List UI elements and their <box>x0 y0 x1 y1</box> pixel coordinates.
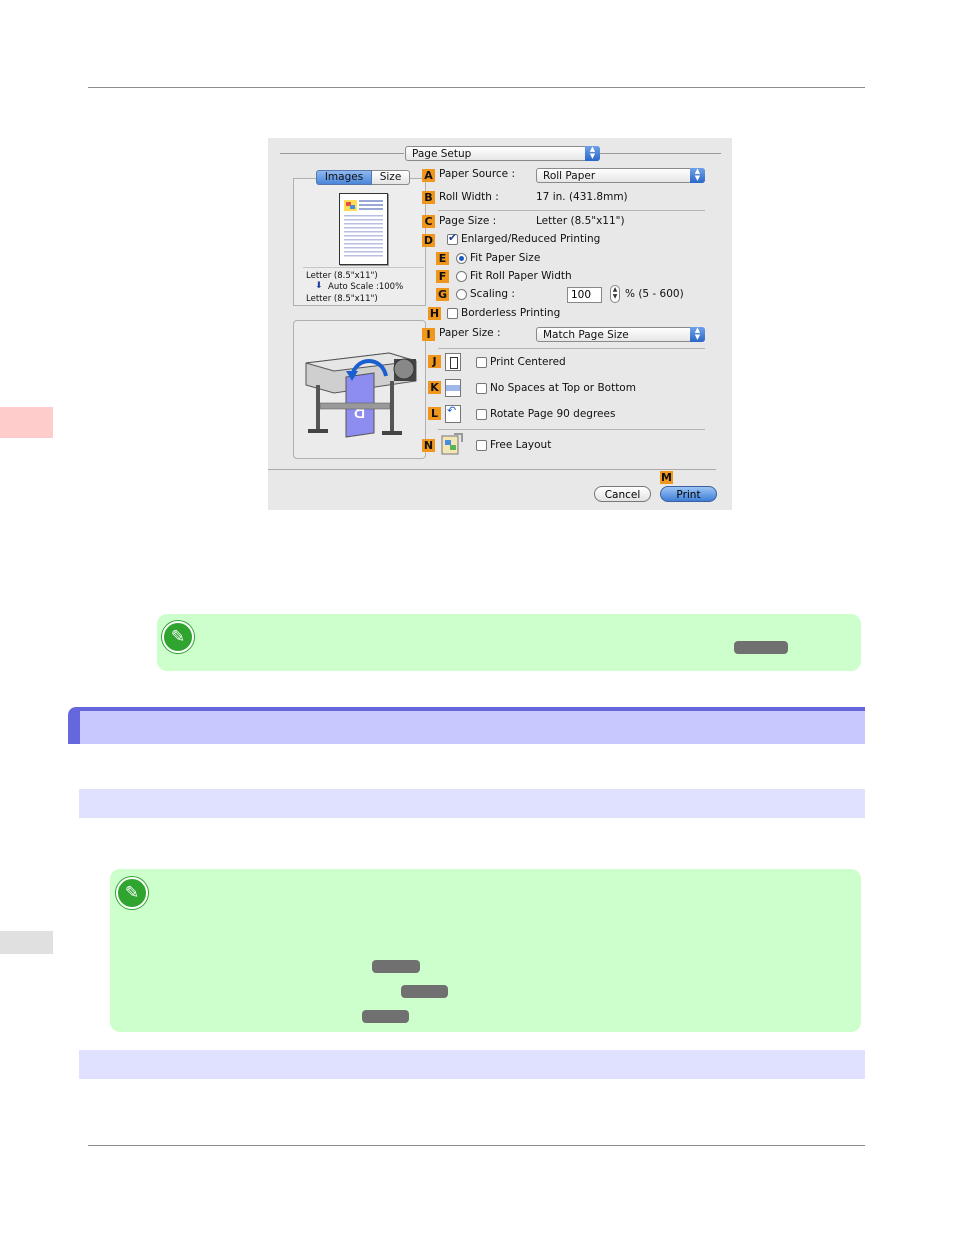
page-size-label: Page Size : <box>439 215 497 227</box>
enlarged-reduced-checkbox[interactable]: ✔ <box>447 231 458 245</box>
tab-size-label: Size <box>379 171 402 183</box>
preview-source-size: Letter (8.5"x11") <box>306 271 378 281</box>
paper-source-popup[interactable]: Roll Paper ▲▼ <box>536 168 705 183</box>
free-layout-icon <box>440 432 464 456</box>
badge-c: C <box>422 215 435 228</box>
page-setup-popup[interactable]: Page Setup ▲▼ <box>405 146 600 161</box>
paper-size-popup[interactable]: Match Page Size ▲▼ <box>536 327 705 342</box>
badge-k: K <box>428 381 441 394</box>
enlarged-reduced-label: Enlarged/Reduced Printing <box>461 233 601 245</box>
reference-link-marker[interactable] <box>362 1010 409 1023</box>
fit-roll-width-radio[interactable] <box>456 271 467 282</box>
chapter-side-tab <box>0 407 53 438</box>
printer-illustration-icon: R <box>305 352 417 438</box>
badge-i: I <box>422 328 435 341</box>
no-spaces-icon <box>445 379 461 397</box>
section-heading-bar <box>68 707 865 744</box>
page-preview-lines-icon <box>344 200 383 257</box>
preview-scale: Auto Scale :100% <box>328 282 404 292</box>
badge-j: J <box>428 355 441 368</box>
roll-width-value: 17 in. (431.8mm) <box>536 191 628 203</box>
title-divider-right <box>600 153 721 154</box>
pencil-note-icon: ✎ <box>116 877 148 909</box>
popup-arrows-icon: ▲▼ <box>690 168 705 183</box>
cancel-button-label: Cancel <box>604 489 641 501</box>
dialog-bottom-divider <box>268 469 716 470</box>
scaling-input[interactable]: 100 <box>567 287 602 303</box>
preview-output-size: Letter (8.5"x11") <box>306 294 378 304</box>
reference-link-marker[interactable] <box>372 960 420 973</box>
scaling-radio[interactable] <box>456 289 467 300</box>
badge-g: G <box>436 288 449 301</box>
preview-arrow-icon: ⬇ <box>315 281 323 291</box>
title-divider-left <box>280 153 404 154</box>
print-centered-label: Print Centered <box>490 356 566 368</box>
header-rule <box>88 87 865 88</box>
popup-arrows-icon: ▲▼ <box>585 146 600 161</box>
index-side-tab <box>0 931 53 954</box>
paper-size-label: Paper Size : <box>439 327 501 339</box>
print-centered-checkbox[interactable] <box>476 357 487 368</box>
scaling-stepper[interactable]: ▲▼ <box>610 285 620 303</box>
pencil-note-icon: ✎ <box>162 621 194 653</box>
paper-source-value: Roll Paper <box>543 170 596 182</box>
badge-b: B <box>422 191 435 204</box>
fit-paper-size-label: Fit Paper Size <box>470 252 541 264</box>
print-centered-icon <box>445 353 461 371</box>
badge-m: M <box>660 471 673 484</box>
page-preview <box>339 193 388 265</box>
page-setup-label: Page Setup <box>412 148 472 160</box>
borderless-label: Borderless Printing <box>461 307 561 319</box>
tab-size[interactable]: Size <box>372 170 410 185</box>
divider-3 <box>438 429 705 430</box>
rotate-page-checkbox[interactable] <box>476 409 487 420</box>
badge-f: F <box>436 270 449 283</box>
footer-rule <box>88 1145 865 1146</box>
no-spaces-label: No Spaces at Top or Bottom <box>490 382 636 394</box>
tab-images-label: Images <box>324 171 364 183</box>
badge-a: A <box>422 169 435 182</box>
print-button[interactable]: Print <box>660 486 717 502</box>
reference-link-marker[interactable] <box>734 641 788 654</box>
badge-d: D <box>422 234 435 247</box>
reference-link-marker[interactable] <box>401 985 448 998</box>
subsection-heading-bar-2 <box>79 1050 865 1079</box>
checkmark-icon: ✔ <box>448 231 458 244</box>
svg-text:R: R <box>352 398 366 422</box>
borderless-checkbox[interactable] <box>447 308 458 319</box>
badge-l: L <box>428 407 441 420</box>
tab-images[interactable]: Images <box>316 170 372 185</box>
badge-e: E <box>436 252 449 265</box>
scaling-value: 100 <box>571 289 592 301</box>
preview-divider <box>303 267 424 268</box>
divider-1 <box>438 210 705 211</box>
no-spaces-checkbox[interactable] <box>476 383 487 394</box>
paper-source-label: Paper Source : <box>439 168 516 180</box>
cancel-button[interactable]: Cancel <box>594 486 651 502</box>
paper-size-value: Match Page Size <box>543 329 629 341</box>
divider-2 <box>438 348 705 349</box>
badge-n: N <box>422 439 435 452</box>
note-box-1: ✎ <box>157 614 861 671</box>
subsection-heading-bar-1 <box>79 789 865 818</box>
printer-illustration-panel: R <box>293 320 426 459</box>
fit-roll-width-label: Fit Roll Paper Width <box>470 270 572 282</box>
scaling-range: % (5 - 600) <box>625 288 684 300</box>
print-button-label: Print <box>676 489 701 501</box>
scaling-label: Scaling : <box>470 288 515 300</box>
free-layout-label: Free Layout <box>490 439 552 451</box>
rotate-page-icon: ↶ <box>445 404 461 423</box>
roll-width-label: Roll Width : <box>439 191 499 203</box>
popup-arrows-icon: ▲▼ <box>690 327 705 342</box>
fit-paper-size-radio[interactable] <box>456 253 467 264</box>
free-layout-checkbox[interactable] <box>476 440 487 451</box>
rotate-page-label: Rotate Page 90 degrees <box>490 408 616 420</box>
badge-h: H <box>428 307 441 320</box>
page-setup-dialog: Page Setup ▲▼ Images Size <box>268 138 732 510</box>
note-box-2: ✎ <box>110 869 861 1032</box>
page-size-value: Letter (8.5"x11") <box>536 215 625 227</box>
